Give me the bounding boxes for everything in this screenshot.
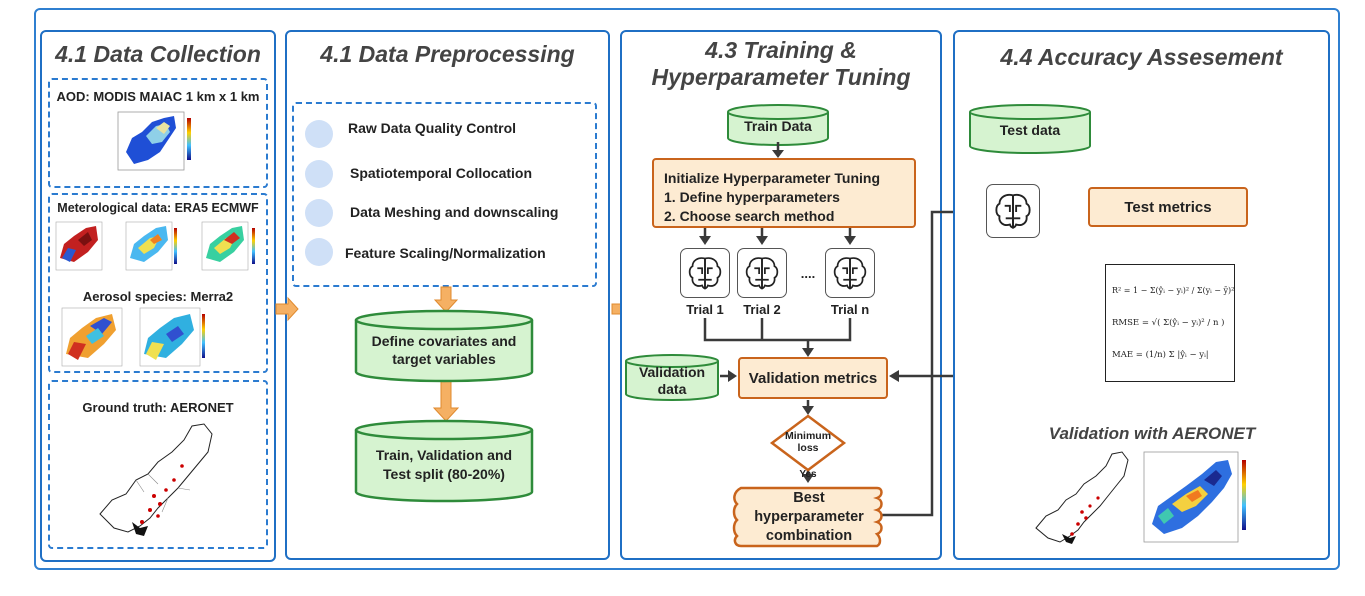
validation-caption: Validation with AERONET: [1048, 424, 1256, 443]
aerosol-label: Aerosol species: Merra2: [82, 289, 234, 304]
validation-metrics-label: Validation metrics: [748, 369, 878, 387]
validation-data-label: Validation data: [638, 364, 706, 397]
best-hyperparameter-scroll: [732, 486, 883, 548]
aerosol-map-thumbnails: [61, 307, 205, 367]
formula-r2: R² = 1 − Σ(ŷᵢ − yᵢ)² / Σ(yᵢ − ȳ)²: [1112, 286, 1235, 295]
trial-n-label: Trial n: [830, 302, 870, 317]
aeronet-validation-map: [1035, 451, 1129, 544]
train-data-label: Train Data: [744, 118, 812, 134]
formula-rmse: RMSE = √( Σ(ŷᵢ − yᵢ)² / n ): [1112, 318, 1225, 328]
ai-brain-icon: [825, 248, 875, 298]
aod-label: AOD: MODIS MAIAC 1 km x 1 km: [56, 89, 260, 104]
step-bullet-3: [305, 199, 333, 227]
panel-title-preprocessing: 4.1 Data Preprocessing: [320, 41, 575, 67]
panel-title-training-line2: Hyperparameter Tuning: [651, 64, 911, 90]
step-scaling: Feature Scaling/Normalization: [345, 245, 546, 261]
minimum-loss-diamond: [769, 414, 847, 472]
panel-title-training-line1: 4.3 Training &: [705, 37, 857, 63]
step-bullet-2: [305, 160, 333, 188]
trial-1-label: Trial 1: [686, 302, 724, 317]
step-meshing: Data Meshing and downscaling: [350, 204, 559, 220]
test-metrics-label: Test metrics: [1124, 198, 1212, 216]
split-label: Train, Validation and Test split (80-20%…: [375, 447, 513, 482]
ai-brain-icon: [986, 184, 1040, 238]
init-title: Initialize Hyperparameter Tuning: [664, 170, 881, 186]
aod-box: [48, 78, 268, 188]
covariates-cylinder: [354, 309, 534, 383]
init-tuning-box: Initialize Hyperparameter Tuning 1. Defi…: [652, 158, 916, 228]
init-step-1: 1. Define hyperparameters: [664, 189, 840, 205]
step-bullet-4: [305, 238, 333, 266]
validation-data-cylinder: [625, 354, 719, 401]
validation-metrics-box: Validation metrics: [738, 357, 888, 399]
formula-mae: MAE = (1/n) Σ |ŷᵢ − yᵢ|: [1112, 350, 1209, 360]
aod-validation-map: [1143, 451, 1246, 543]
met-aerosol-box: [48, 193, 268, 373]
step-collocation: Spatiotemporal Collocation: [350, 165, 533, 181]
aeronet-map-thumbnail: [99, 423, 213, 536]
decision-label: Minimum loss: [784, 430, 832, 454]
step-bullet-1: [305, 120, 333, 148]
panel-title-accuracy: 4.4 Accuracy Assesement: [1000, 44, 1283, 70]
trial-ellipsis: ....: [800, 266, 816, 281]
step-quality-control: Raw Data Quality Control: [348, 120, 517, 136]
covariates-label: Define covariates and target variables: [371, 333, 517, 367]
trial-2-label: Trial 2: [743, 302, 781, 317]
metrics-formula-box: R² = 1 − Σ(ŷᵢ − yᵢ)² / Σ(yᵢ − ȳ)² RMSE =…: [1105, 264, 1235, 382]
ai-brain-icon: [680, 248, 730, 298]
best-label: Best hyperparameter combination: [754, 489, 864, 544]
ground-truth-label: Ground truth: AERONET: [82, 400, 234, 415]
test-data-label: Test data: [999, 122, 1061, 138]
ground-truth-box: [48, 380, 268, 549]
test-metrics-box: Test metrics: [1088, 187, 1248, 227]
aod-map-thumbnail: [117, 111, 191, 171]
figure-frame: [34, 8, 1340, 570]
met-label: Meterological data: ERA5 ECMWF: [57, 201, 259, 215]
ai-brain-icon: [737, 248, 787, 298]
panel-title-collection: 4.1 Data Collection: [55, 41, 261, 67]
test-data-cylinder: [969, 104, 1091, 154]
split-cylinder: [354, 419, 534, 503]
init-step-2: 2. Choose search method: [664, 208, 835, 224]
yes-label: Yes: [799, 469, 817, 480]
preprocessing-steps-box: [292, 102, 597, 287]
met-map-thumbnails: [55, 221, 255, 271]
train-data-cylinder: [727, 104, 829, 146]
